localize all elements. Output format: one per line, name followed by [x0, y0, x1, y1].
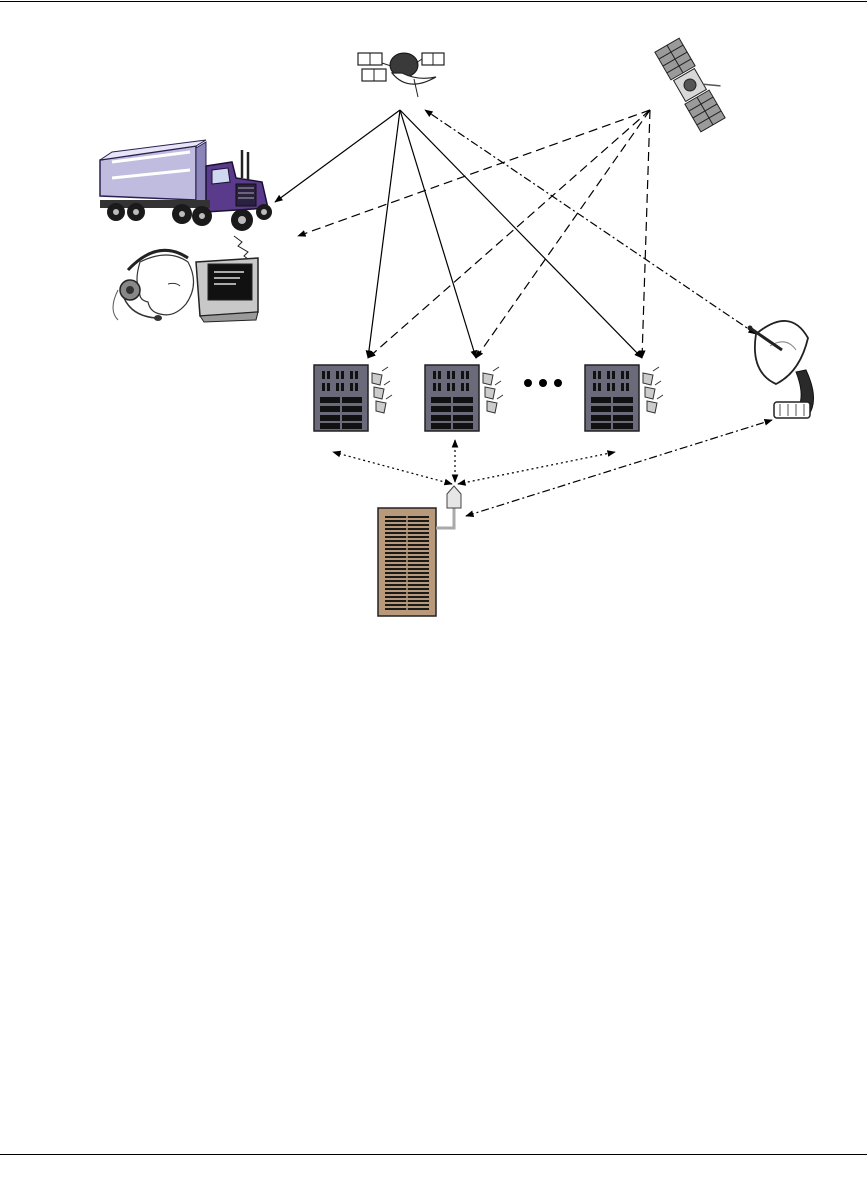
computer-monitor-icon [196, 258, 258, 322]
link-gps-satellite-to-reference-station-n [642, 110, 650, 358]
ellipsis-dots-icon [524, 379, 562, 387]
reference-station-icon [585, 365, 663, 431]
semi-truck-icon [100, 140, 272, 262]
server-rack-icon [378, 486, 461, 616]
link-control-center-to-ground-antenna [466, 420, 772, 516]
link-comm-satellite-to-reference-station-n [400, 110, 642, 358]
communication-satellite-icon [358, 53, 444, 97]
reference-station-icon [425, 365, 503, 431]
gps-satellite-icon [655, 32, 736, 132]
link-gps-satellite-to-reference-station-2 [476, 110, 650, 358]
link-ground-antenna-to-comm-satellite [425, 110, 756, 334]
links-layer [275, 110, 772, 516]
satellite-dish-icon [748, 321, 814, 418]
link-control-center-to-reference-station-1 [333, 452, 452, 484]
link-comm-satellite-to-truck [275, 110, 400, 202]
link-gps-satellite-to-truck [298, 110, 650, 236]
headset-operator-icon [113, 250, 194, 321]
link-comm-satellite-to-reference-station-1 [368, 110, 400, 358]
link-comm-satellite-to-reference-station-2 [400, 110, 476, 358]
reference-station-icon [314, 365, 392, 431]
link-control-center-to-reference-station-n [458, 452, 615, 484]
